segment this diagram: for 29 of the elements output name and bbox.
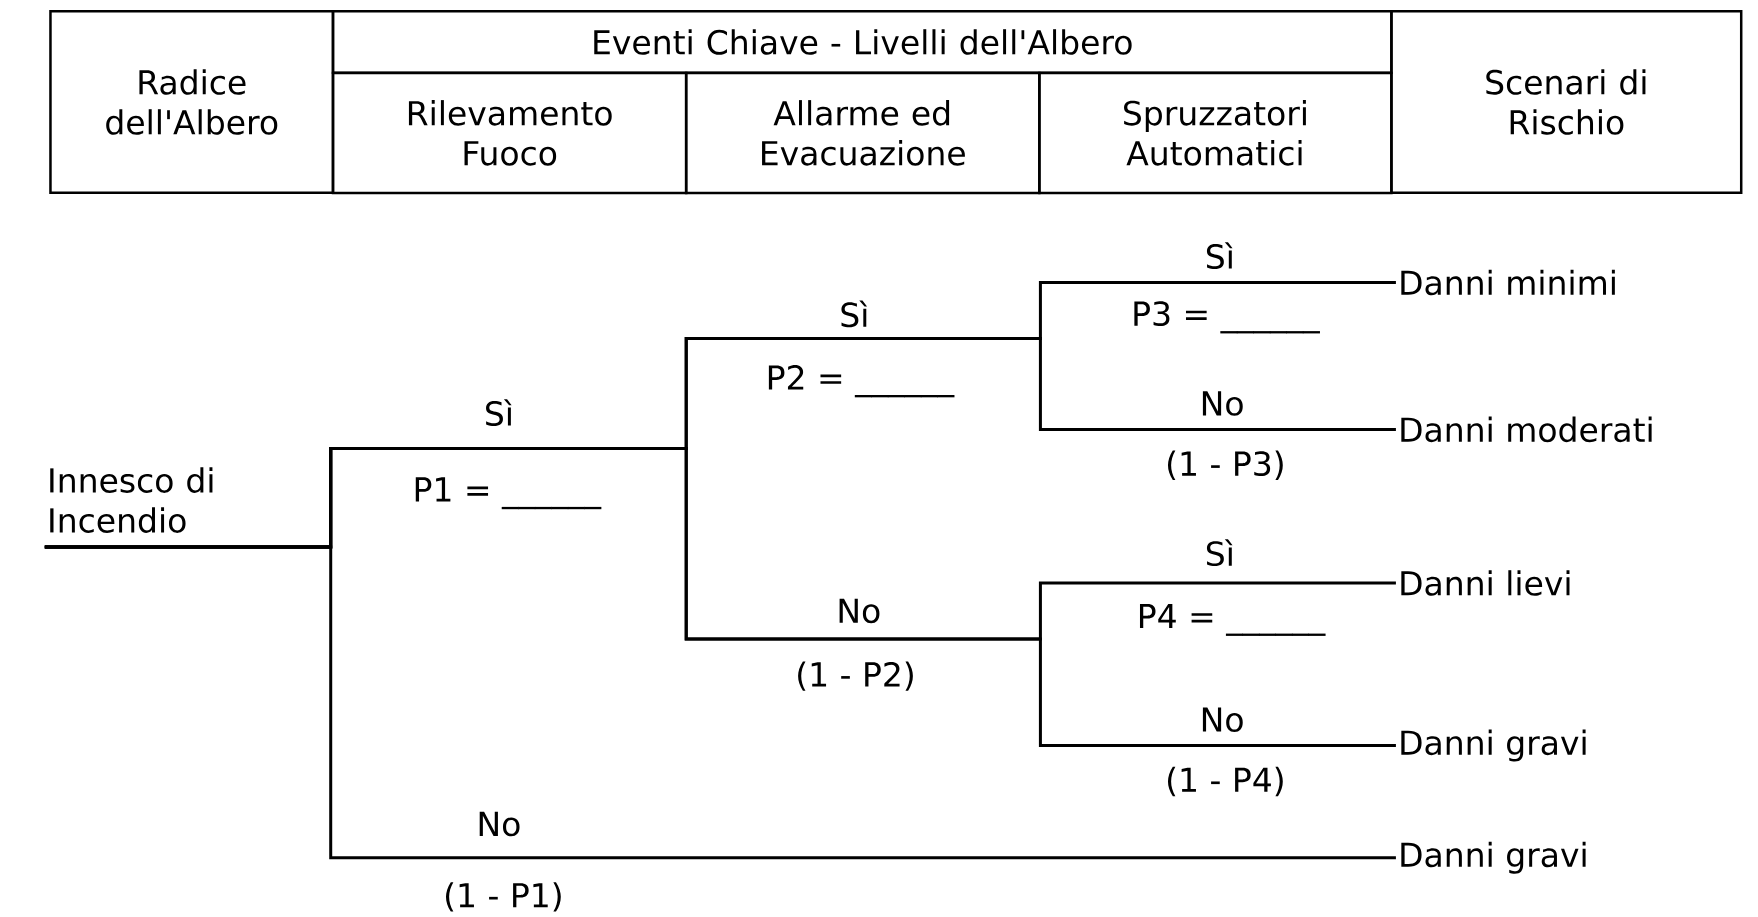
branch-label: Sì <box>1206 539 1233 567</box>
branch-label: (1 - P1) <box>446 882 561 912</box>
outcome-label: Danni moderati <box>1401 416 1652 443</box>
outcome-label: Danni minimi <box>1401 269 1615 296</box>
header-cell: Rilevamento Fuoco <box>331 71 688 195</box>
branch-label: No <box>1202 707 1243 733</box>
branch-label: P3 = ______ <box>1134 301 1320 334</box>
branch-label: P2 = ______ <box>768 365 955 398</box>
header-cell: Eventi Chiave - Livelli dell'Albero <box>331 9 1393 75</box>
branch-label: (1 - P2) <box>798 661 913 691</box>
branch-label: No <box>839 598 880 624</box>
branch-label: Sì <box>1206 242 1233 269</box>
branch-label: Sì <box>841 300 867 328</box>
header-cell: Radice dell'Albero <box>49 9 335 195</box>
branch-label: No <box>1202 391 1243 416</box>
outcome-label: Danni lievi <box>1401 570 1570 596</box>
outcome-label: Danni gravi <box>1401 729 1586 762</box>
branch-label: P4 = ______ <box>1140 604 1326 636</box>
outcome-label: Danni gravi <box>1401 841 1586 874</box>
branch-label: No <box>479 811 520 837</box>
initiating-event-label: Innesco di Incendio <box>50 467 213 533</box>
branch-label: Sì <box>486 399 512 426</box>
branch-label: (1 - P3) <box>1168 450 1283 480</box>
header-cell: Scenari di Rischio <box>1390 9 1743 195</box>
branch-label: P1 = ______ <box>415 477 602 510</box>
branch-label: (1 - P4) <box>1168 766 1283 797</box>
header-cell: Allarme ed Evacuazione <box>684 71 1041 195</box>
header-cell: Spruzzatori Automatici <box>1038 71 1393 195</box>
branch-line <box>44 545 1396 860</box>
